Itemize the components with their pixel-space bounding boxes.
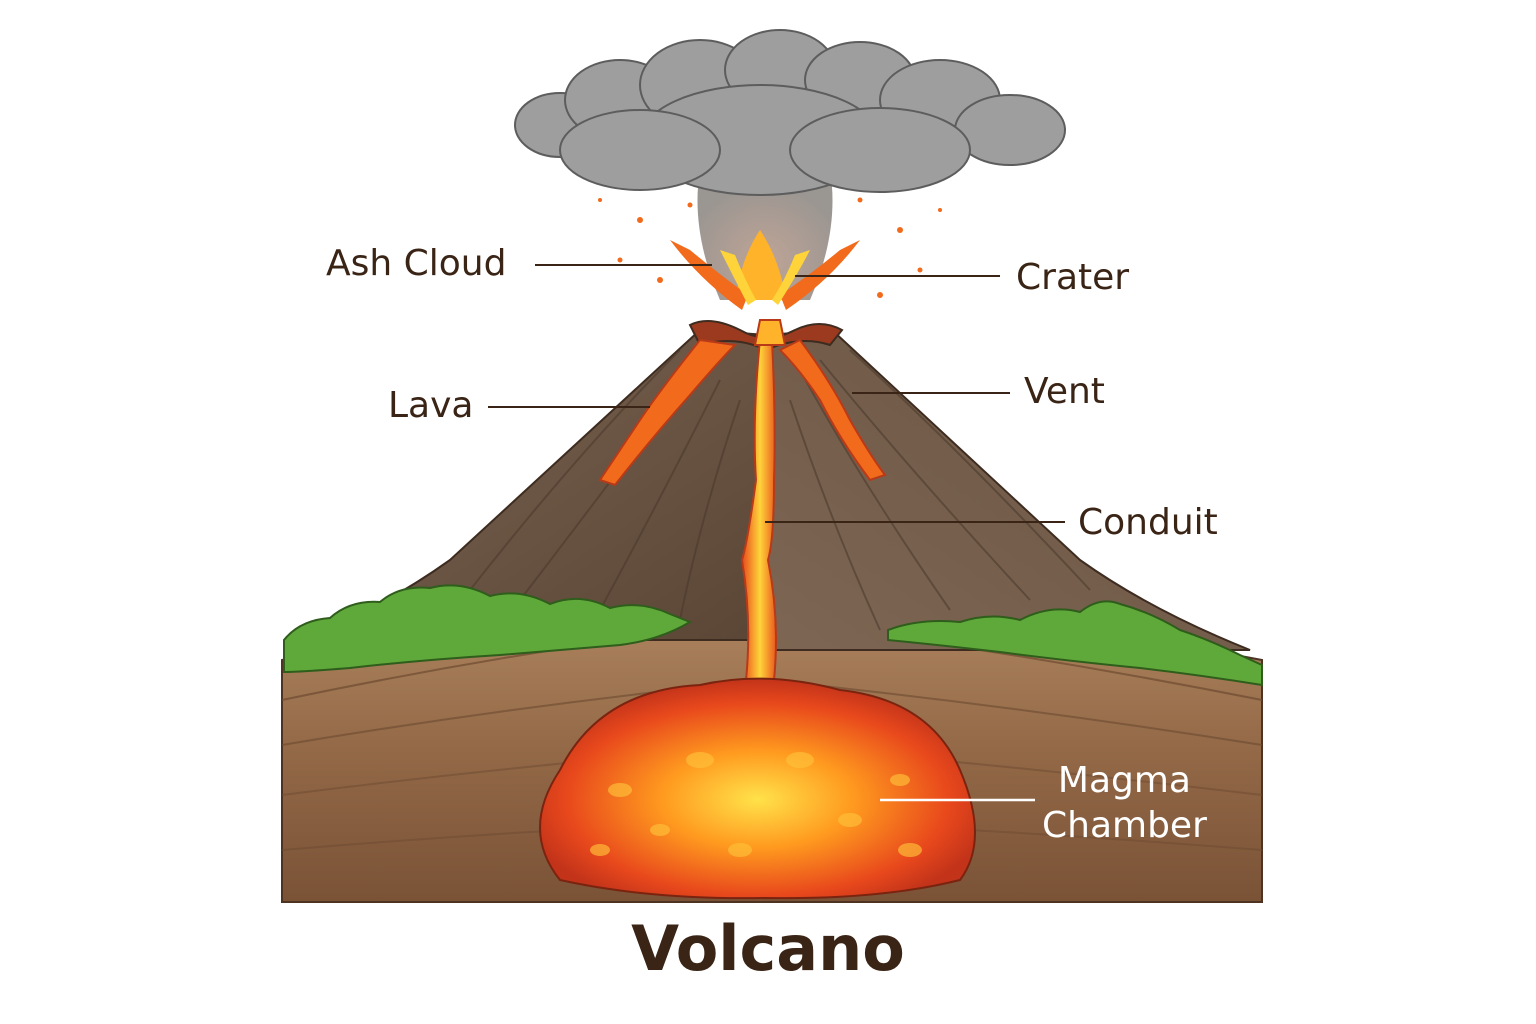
- leader-lines: [488, 264, 1065, 523]
- lava-flows: [598, 319, 887, 487]
- diagram-title: Volcano: [631, 912, 905, 985]
- label-magma-chamber-line2: Chamber: [1042, 805, 1207, 846]
- magma-chamber: [539, 677, 976, 900]
- label-magma-chamber: Magma Chamber: [1042, 758, 1207, 848]
- label-magma-chamber-line1: Magma: [1057, 760, 1191, 801]
- label-crater: Crater: [1016, 257, 1130, 298]
- label-lava: Lava: [388, 385, 474, 426]
- label-conduit: Conduit: [1078, 502, 1218, 543]
- eruption-plume: [670, 170, 860, 310]
- ash-cloud: [514, 29, 1066, 196]
- label-ash-cloud: Ash Cloud: [326, 243, 507, 284]
- label-vent: Vent: [1024, 371, 1105, 412]
- lava-sparks: [598, 197, 942, 298]
- vegetation: [283, 584, 1263, 687]
